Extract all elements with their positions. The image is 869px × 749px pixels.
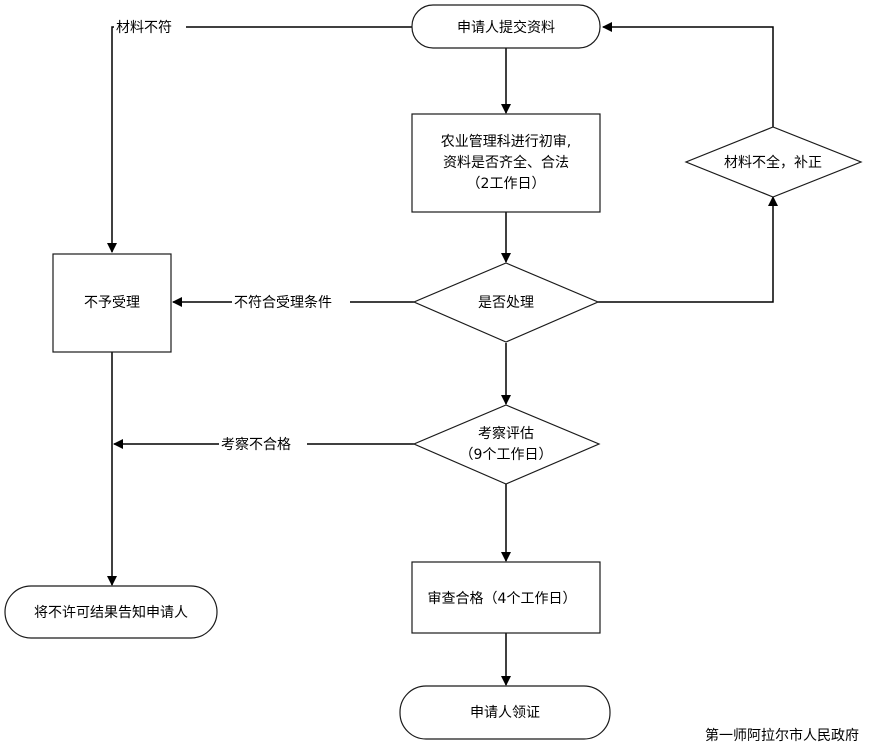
node-supplement-label: 材料不全，补正	[724, 154, 822, 171]
edge-decision-to-supplement	[598, 196, 778, 303]
node-initial-review-line2: 资料是否齐全、合法	[443, 154, 569, 171]
node-initial-review: 农业管理科进行初审, 资料是否齐全、合法 （2工作日）	[411, 113, 601, 213]
node-evaluation-line2: （9个工作日）	[460, 447, 553, 463]
node-not-accepted: 不予受理	[52, 253, 172, 353]
node-notify: 将不许可结果告知申请人	[4, 585, 218, 639]
node-certificate: 申请人领证	[399, 685, 611, 740]
node-decision-label: 是否处理	[478, 295, 534, 311]
edge-labels: 材料不符 不符合受理条件 考察不合格	[114, 17, 350, 454]
node-initial-review-line3: （2工作日）	[467, 176, 546, 192]
footer-attribution: 第一师阿拉尔市人民政府	[705, 728, 859, 744]
label-not-meet-conditions: 不符合受理条件	[234, 294, 332, 311]
label-evaluation-failed: 考察不合格	[221, 436, 291, 453]
label-material-mismatch: 材料不符	[116, 20, 172, 36]
node-decision: 是否处理	[412, 262, 600, 343]
node-initial-review-line1: 农业管理科进行初审,	[441, 133, 571, 150]
node-evaluation: 考察评估 （9个工作日）	[412, 404, 601, 485]
node-submit: 申请人提交资料	[411, 4, 601, 49]
node-evaluation-line1: 考察评估	[478, 425, 534, 442]
node-notify-label: 将不许可结果告知申请人	[34, 604, 188, 621]
edge-mismatch	[107, 26, 412, 253]
node-approved-label: 审查合格（4个工作日）	[428, 591, 577, 607]
node-approved: 审查合格（4个工作日）	[411, 561, 601, 634]
node-submit-label: 申请人提交资料	[457, 19, 555, 36]
node-not-accepted-label: 不予受理	[84, 295, 140, 311]
node-certificate-label: 申请人领证	[470, 705, 540, 721]
edge-supplement-to-submit	[602, 22, 774, 127]
node-supplement: 材料不全，补正	[684, 126, 863, 198]
